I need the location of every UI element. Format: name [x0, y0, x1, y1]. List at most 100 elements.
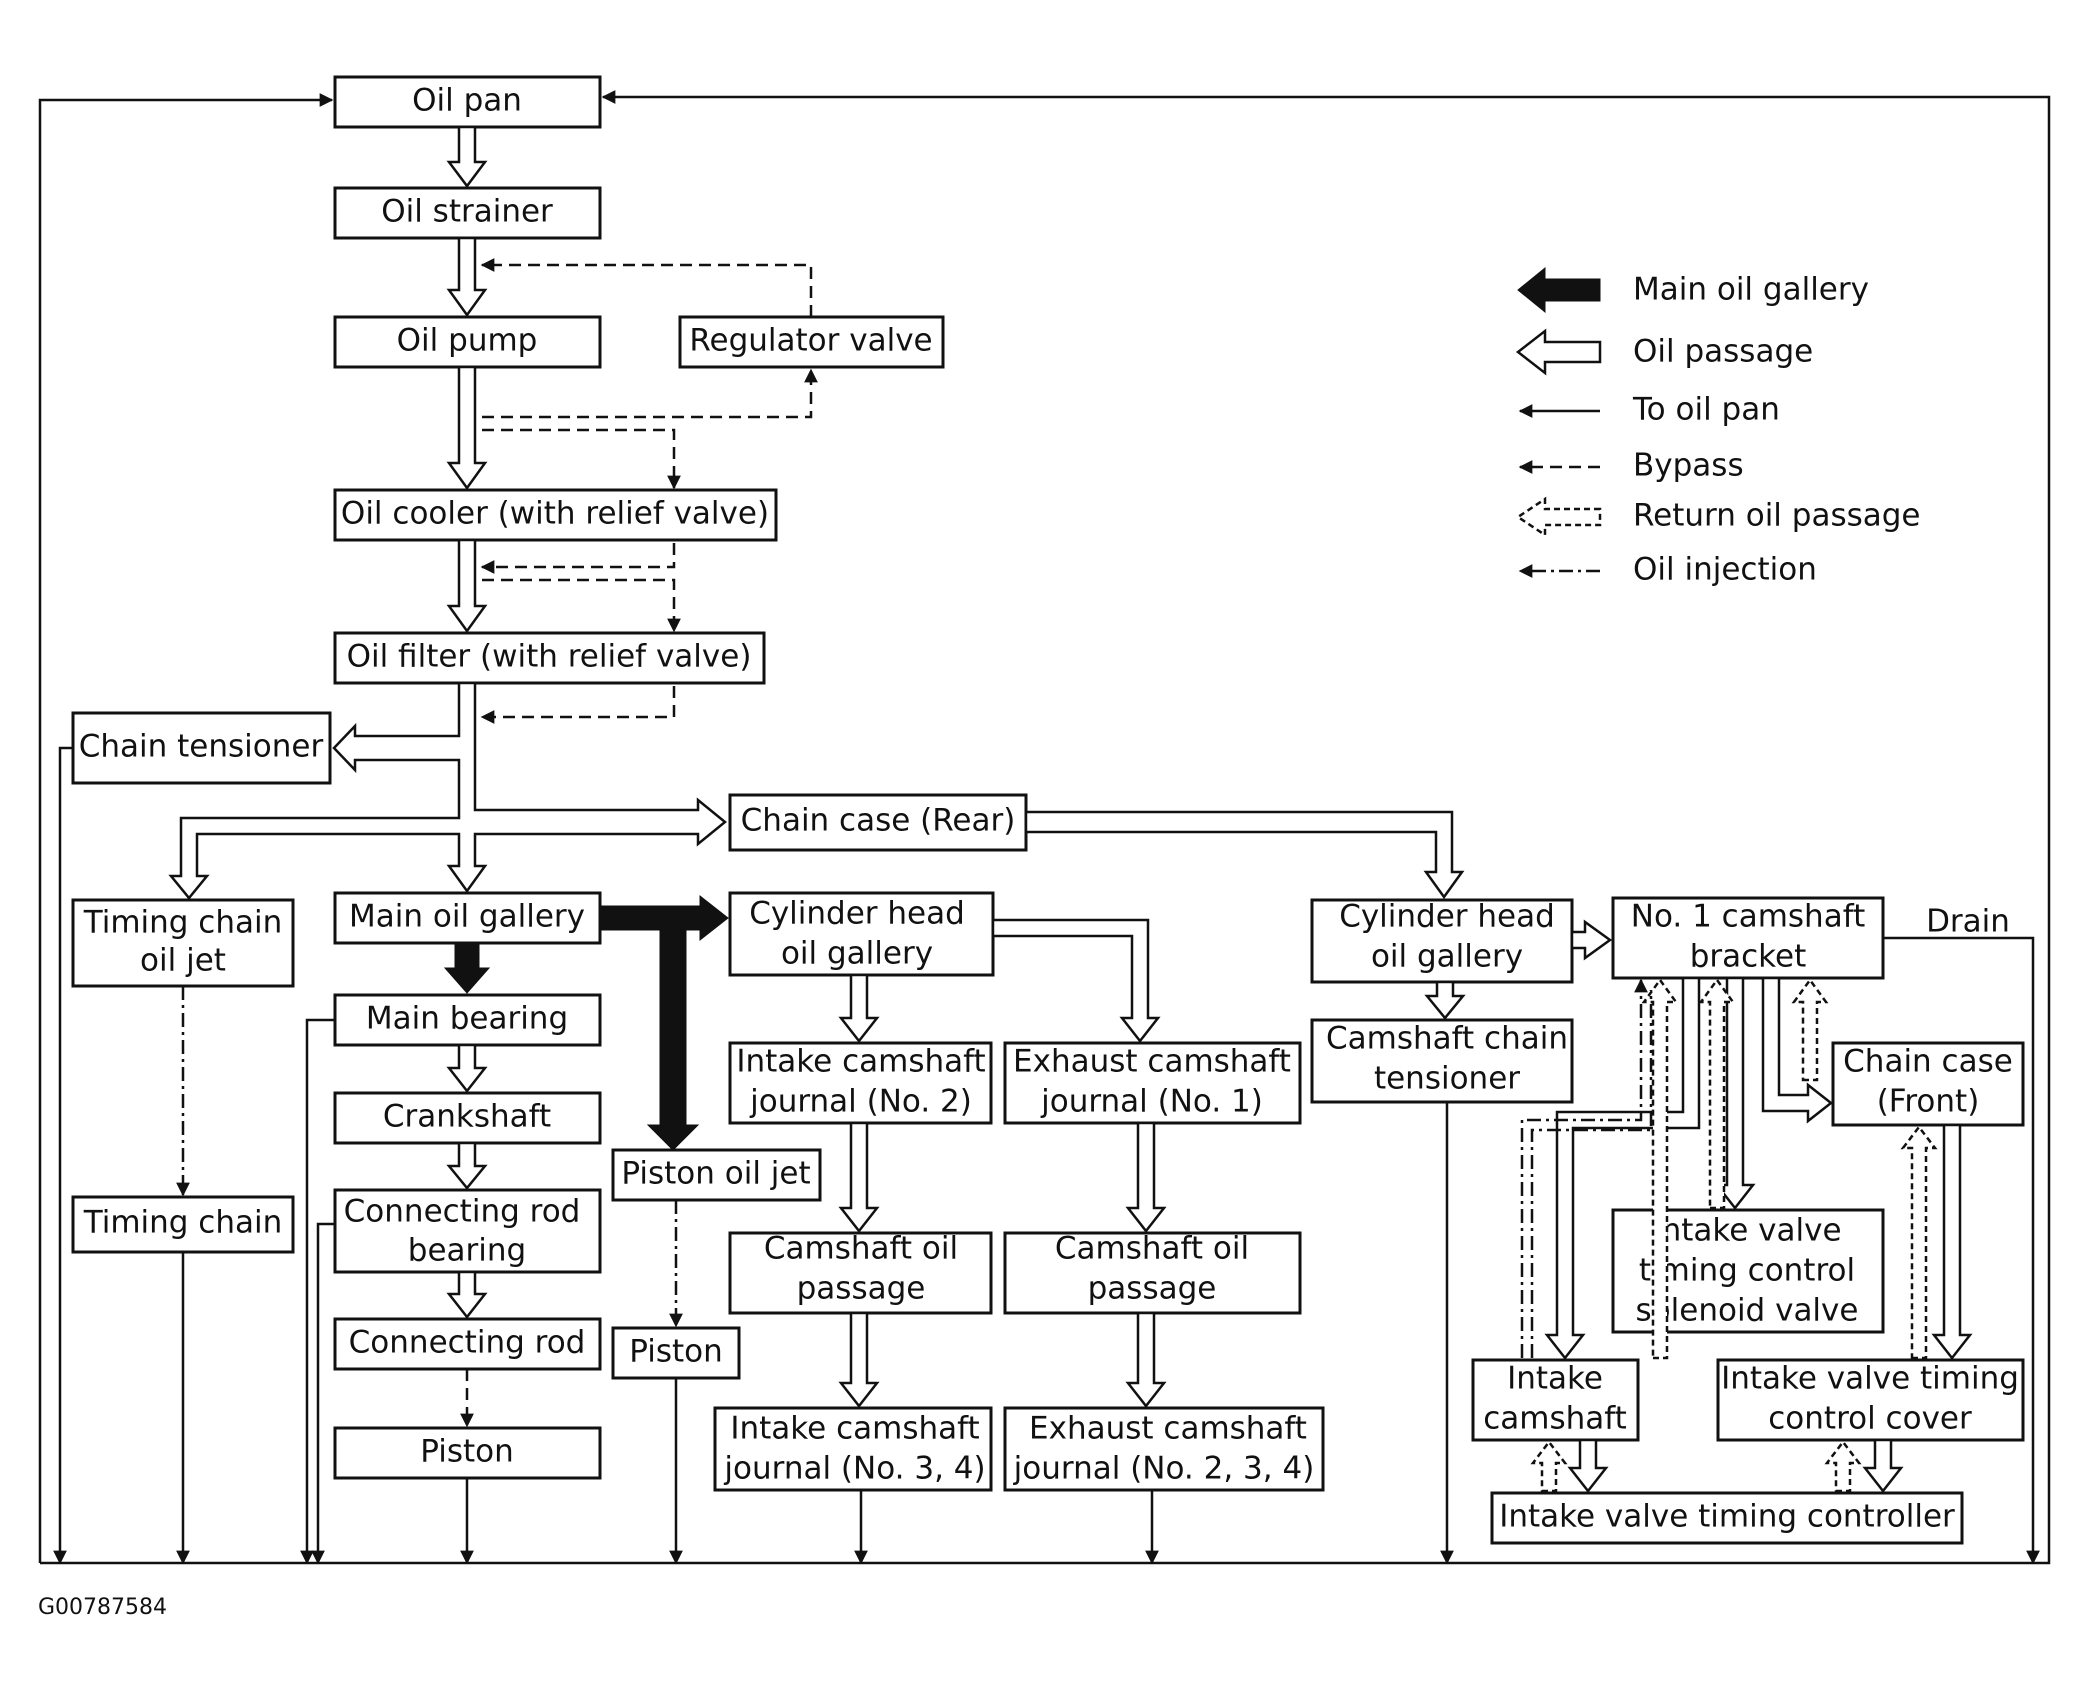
- svg-text:No. 1 camshaft: No. 1 camshaft: [1631, 899, 1865, 935]
- box-ivtc-cover: Intake valve timing control cover: [1716, 1358, 2025, 1442]
- svg-text:oil jet: oil jet: [140, 943, 226, 979]
- solid-arrow-icon: [1517, 266, 1601, 314]
- svg-text:passage: passage: [797, 1271, 926, 1307]
- box-oil-pump: Oil pump: [333, 315, 602, 369]
- return-oil-passages: [1530, 977, 1938, 1493]
- svg-text:Oil cooler (with relief valve): Oil cooler (with relief valve): [341, 496, 769, 532]
- legend-label-oil-passage: Oil passage: [1633, 334, 1813, 370]
- box-oil-strainer: Oil strainer: [333, 186, 602, 240]
- hollow-arrows: [168, 125, 1973, 1494]
- svg-text:Camshaft oil: Camshaft oil: [1055, 1231, 1249, 1267]
- hollow-arrow-icon: [1515, 328, 1602, 376]
- box-piston-left: Piston: [333, 1426, 602, 1480]
- svg-text:journal (No. 1): journal (No. 1): [1040, 1084, 1263, 1120]
- box-connecting-rod: Connecting rod: [333, 1317, 602, 1371]
- svg-text:Intake valve timing: Intake valve timing: [1721, 1361, 2019, 1397]
- box-regulator-valve: Regulator valve: [678, 315, 945, 369]
- svg-text:Oil pan: Oil pan: [412, 83, 522, 119]
- legend-label-return-oil-passage: Return oil passage: [1633, 498, 1921, 534]
- return-frame: [38, 90, 2051, 1565]
- svg-text:Piston oil jet: Piston oil jet: [621, 1156, 810, 1192]
- svg-text:Chain case (Rear): Chain case (Rear): [741, 803, 1016, 839]
- svg-text:solenoid valve: solenoid valve: [1636, 1293, 1859, 1329]
- svg-text:Piston: Piston: [420, 1434, 514, 1470]
- oil-injection-lines: [176, 978, 1653, 1358]
- box-piston-oil-jet: Piston oil jet: [611, 1148, 822, 1202]
- box-camshaft-oil-passage-right: Camshaft oil passage: [1003, 1231, 1302, 1315]
- svg-text:Camshaft chain: Camshaft chain: [1326, 1021, 1568, 1057]
- to-oil-pan-lines: [53, 746, 2040, 1565]
- svg-text:Chain tensioner: Chain tensioner: [79, 729, 324, 765]
- box-cylinder-head-gallery-right: Cylinder head oil gallery: [1310, 898, 1574, 984]
- svg-text:bracket: bracket: [1690, 939, 1807, 975]
- legend-label-to-oil-pan: To oil pan: [1632, 392, 1780, 428]
- box-main-bearing: Main bearing: [333, 993, 602, 1047]
- box-exhaust-cam-journal-234: Exhaust camshaft journal (No. 2, 3, 4): [1003, 1406, 1325, 1492]
- svg-text:oil gallery: oil gallery: [1371, 939, 1523, 975]
- svg-text:Intake camshaft: Intake camshaft: [736, 1044, 985, 1080]
- box-intake-camshaft: Intake camshaft: [1471, 1358, 1640, 1442]
- dashed-hollow-arrow-icon: [1515, 496, 1602, 538]
- svg-text:control cover: control cover: [1768, 1401, 1972, 1437]
- box-exhaust-cam-journal-1: Exhaust camshaft journal (No. 1): [1003, 1041, 1302, 1125]
- svg-text:Main bearing: Main bearing: [366, 1001, 568, 1037]
- svg-text:Timing chain: Timing chain: [83, 1205, 283, 1241]
- svg-text:Main oil gallery: Main oil gallery: [349, 899, 585, 935]
- svg-text:journal (No. 2): journal (No. 2): [749, 1084, 972, 1120]
- drain-label: Drain: [1926, 904, 2010, 940]
- box-crankshaft: Crankshaft: [333, 1091, 602, 1145]
- box-chain-case-rear: Chain case (Rear): [728, 793, 1028, 852]
- svg-text:tensioner: tensioner: [1374, 1061, 1520, 1097]
- main-gallery-arrows: [443, 894, 729, 1151]
- box-intake-cam-journal-34: Intake camshaft journal (No. 3, 4): [713, 1406, 993, 1492]
- box-chain-tensioner: Chain tensioner: [71, 711, 332, 785]
- svg-text:Intake: Intake: [1507, 1361, 1603, 1397]
- svg-text:Oil filter (with relief valve): Oil filter (with relief valve): [347, 639, 752, 675]
- box-camshaft-oil-passage-left: Camshaft oil passage: [728, 1231, 993, 1315]
- box-piston-mid: Piston: [611, 1326, 741, 1380]
- bypass-lines: [460, 258, 818, 1428]
- svg-text:timing control: timing control: [1639, 1253, 1855, 1289]
- svg-text:Exhaust camshaft: Exhaust camshaft: [1029, 1411, 1307, 1447]
- svg-text:Connecting rod: Connecting rod: [344, 1194, 581, 1230]
- svg-text:(Front): (Front): [1877, 1084, 1980, 1120]
- box-cylinder-head-gallery-left: Cylinder head oil gallery: [728, 891, 995, 977]
- box-connecting-rod-bearing: Connecting rod bearing: [333, 1188, 602, 1274]
- box-no1-camshaft-bracket: No. 1 camshaft bracket: [1611, 896, 1885, 980]
- svg-text:Timing chain: Timing chain: [83, 905, 283, 941]
- box-main-oil-gallery: Main oil gallery: [333, 891, 602, 945]
- svg-text:Oil strainer: Oil strainer: [381, 194, 553, 230]
- legend: Main oil gallery Oil passage To oil pan …: [1515, 266, 1921, 588]
- box-oil-filter: Oil filter (with relief valve): [333, 631, 766, 685]
- svg-text:Cylinder head: Cylinder head: [1339, 899, 1555, 935]
- svg-text:Intake valve timing controller: Intake valve timing controller: [1499, 1499, 1955, 1535]
- svg-text:Oil pump: Oil pump: [397, 323, 538, 359]
- box-timing-chain: Timing chain: [71, 1195, 295, 1254]
- svg-text:journal (No. 2, 3, 4): journal (No. 2, 3, 4): [1013, 1451, 1315, 1487]
- legend-label-bypass: Bypass: [1633, 448, 1744, 484]
- svg-text:camshaft: camshaft: [1483, 1401, 1627, 1437]
- figure-code: G00787584: [38, 1595, 167, 1620]
- svg-text:journal (No. 3, 4): journal (No. 3, 4): [723, 1451, 985, 1487]
- svg-text:Cylinder head: Cylinder head: [749, 896, 965, 932]
- svg-text:Connecting rod: Connecting rod: [349, 1325, 586, 1361]
- box-intake-cam-journal-2: Intake camshaft journal (No. 2): [728, 1041, 993, 1125]
- svg-text:Camshaft oil: Camshaft oil: [764, 1231, 958, 1267]
- box-camshaft-chain-tensioner: Camshaft chain tensioner: [1310, 1018, 1574, 1104]
- box-chain-case-front: Chain case (Front): [1831, 1041, 2025, 1127]
- box-timing-chain-oil-jet: Timing chain oil jet: [71, 898, 295, 988]
- svg-text:oil gallery: oil gallery: [781, 936, 933, 972]
- svg-text:bearing: bearing: [408, 1233, 526, 1269]
- box-oil-cooler: Oil cooler (with relief valve): [333, 488, 778, 542]
- svg-text:Piston: Piston: [629, 1334, 723, 1370]
- legend-label-main-oil-gallery: Main oil gallery: [1633, 272, 1869, 308]
- svg-text:Crankshaft: Crankshaft: [383, 1099, 551, 1135]
- svg-text:Intake valve: Intake valve: [1652, 1213, 1841, 1249]
- box-ivt-controller: Intake valve timing controller: [1490, 1491, 1964, 1545]
- legend-label-oil-injection: Oil injection: [1633, 552, 1817, 588]
- svg-text:passage: passage: [1088, 1271, 1217, 1307]
- box-oil-pan: Oil pan: [333, 75, 602, 129]
- svg-text:Intake camshaft: Intake camshaft: [730, 1411, 979, 1447]
- svg-text:Chain case: Chain case: [1843, 1044, 2013, 1080]
